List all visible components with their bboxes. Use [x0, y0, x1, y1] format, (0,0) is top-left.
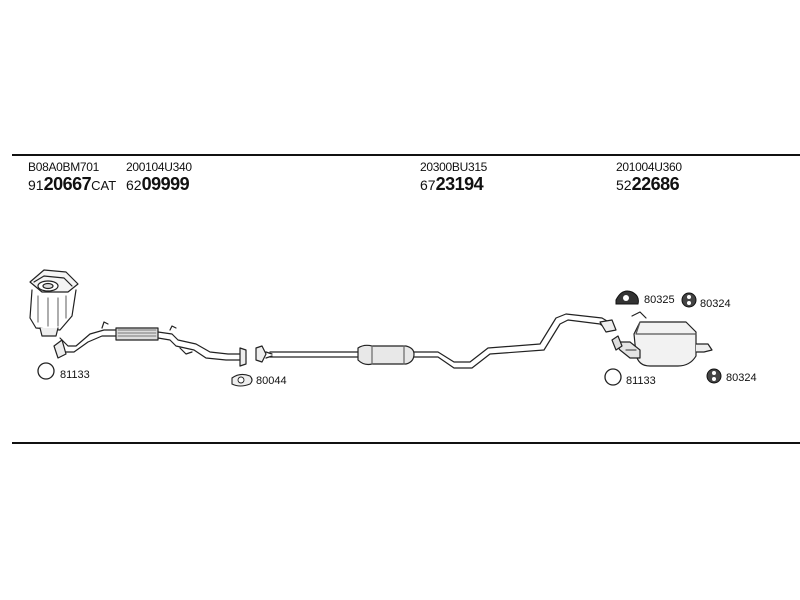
article-number: 22686 — [631, 174, 680, 194]
bottom-divider — [12, 442, 800, 444]
part-number: 81133 — [60, 369, 90, 381]
ring-icon — [604, 368, 622, 386]
part-number: 80324 — [700, 298, 731, 310]
part-ref-catalyst: B08A0BM701 9120667CAT — [28, 160, 116, 196]
top-divider — [12, 154, 800, 156]
part-number: 80325 — [644, 294, 675, 306]
oe-number: 200104U340 — [126, 160, 192, 174]
article-prefix: 62 — [126, 177, 142, 193]
part-ref-front-pipe: 200104U340 6209999 — [126, 160, 192, 196]
connection-flange — [255, 345, 273, 363]
catalytic-converter — [29, 269, 79, 337]
front-pipe — [53, 321, 247, 367]
article-number: 23194 — [435, 174, 484, 194]
article-number: 09999 — [141, 174, 190, 194]
rubber-mount-icon — [681, 292, 697, 308]
article-prefix: 52 — [616, 177, 632, 193]
part-number: 80044 — [256, 375, 287, 387]
gasket-icon — [231, 373, 253, 387]
article-number: 20667 — [43, 174, 92, 194]
oe-number: 20300BU315 — [420, 160, 488, 174]
oe-number: 201004U360 — [616, 160, 682, 174]
middle-section — [269, 313, 617, 369]
rubber-mount-icon — [706, 368, 722, 384]
ring-icon — [37, 362, 55, 380]
article-suffix: CAT — [91, 178, 117, 193]
article-prefix: 91 — [28, 177, 44, 193]
part-ref-rear-silencer: 201004U360 5222686 — [616, 160, 682, 196]
part-number: 81133 — [626, 375, 656, 387]
article-prefix: 67 — [420, 177, 436, 193]
part-number: 80324 — [726, 372, 757, 384]
rubber-hanger-icon — [615, 290, 639, 305]
rear-silencer — [611, 311, 713, 367]
oe-number: B08A0BM701 — [28, 160, 100, 174]
part-ref-middle-silencer: 20300BU315 6723194 — [420, 160, 487, 196]
